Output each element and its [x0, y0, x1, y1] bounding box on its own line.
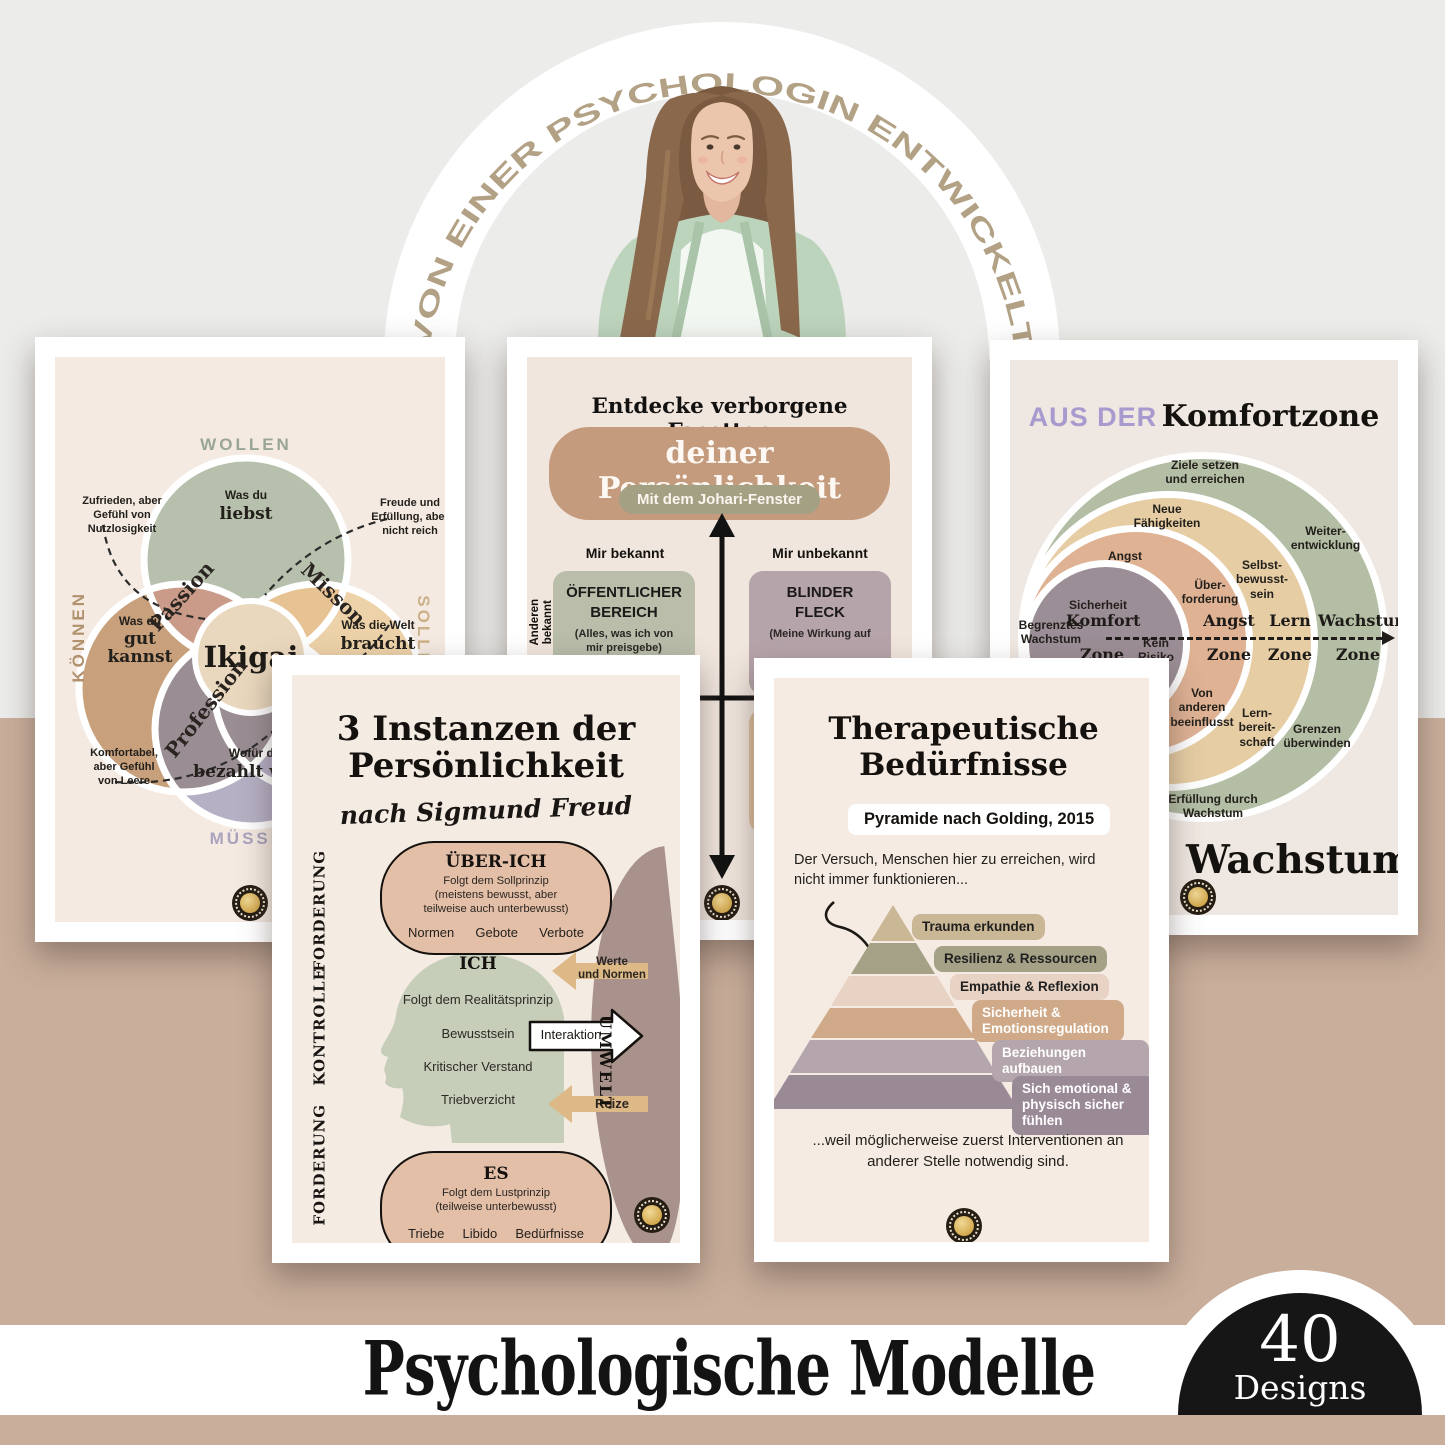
- freud-superego-box: ÜBER-ICH Folgt dem Sollprinzip (meistens…: [380, 841, 612, 955]
- pyramid-intro-text: Der Versuch, Menschen hier zu erreichen,…: [794, 852, 1096, 889]
- comfort-label-confidence: Selbst- bewusst- sein: [1235, 558, 1288, 601]
- ikigai-love-pre: Was du: [224, 488, 268, 502]
- freud-environment-label: UMWELT: [596, 1015, 615, 1111]
- comfort-label-overcome-limits: Grenzen überwinden: [1283, 722, 1351, 751]
- ikigai-axis-koennen: KÖNNEN: [69, 590, 89, 683]
- freud-id-principle: Folgt dem Lustprinzip (teilweise unterbe…: [435, 1187, 557, 1214]
- collection-title: Psychologische Modelle: [362, 1326, 1096, 1413]
- freud-ego-line: Folgt dem Realitätsprinzip: [402, 992, 554, 1007]
- pyramid-label-4: Sicherheit & Emotionsregulation: [972, 1000, 1124, 1043]
- brand-stamp: [232, 885, 268, 921]
- johari-axis-known-to-me: Mir bekannt: [585, 545, 665, 561]
- freud-id-title: ES: [483, 1164, 509, 1184]
- pyramid-title: Therapeutische Bedürfnisse: [828, 711, 1099, 783]
- ikigai-note-left-bottom: Komfortabel, aber Gefühl von Leere: [90, 747, 158, 787]
- freud-ego-line: Bewusstsein: [441, 1026, 515, 1041]
- comfort-title-main: Komfortzone: [1161, 399, 1380, 434]
- freud-interaction-arrows: [528, 952, 648, 1123]
- brand-stamp: [946, 1208, 982, 1242]
- freud-head-silhouette: [380, 953, 564, 1143]
- ikigai-love: liebst: [219, 504, 273, 524]
- comfort-label-limited-growth: Begrenztes Wachstum: [1018, 618, 1084, 647]
- freud-superego-item: Gebote: [475, 925, 519, 941]
- freud-id-item: Libido: [462, 1226, 498, 1242]
- freud-id-box: ES Folgt dem Lustprinzip (teilweise unte…: [380, 1151, 612, 1243]
- freud-superego-item: Normen: [408, 925, 455, 941]
- freud-id-item: Bedürfnisse: [515, 1226, 584, 1242]
- needs-pyramid-chart: [774, 905, 1018, 1109]
- freud-superego-principle: Folgt dem Sollprinzip (meistens bewusst,…: [423, 875, 569, 916]
- johari-blind-spot-subtitle: (Meine Wirkung auf: [769, 627, 871, 640]
- comfort-zone-word-1: Angst: [1203, 611, 1255, 630]
- comfort-big-growth: Wachstum: [1186, 837, 1398, 883]
- poster-freud-instances: 3 Instanzen der Persönlichkeit nach Sigm…: [272, 655, 700, 1263]
- johari-axis-unknown-to-me: Mir unbekannt: [772, 545, 868, 561]
- freud-ego-line: Triebverzicht: [441, 1092, 515, 1107]
- pyramid-paper: Therapeutische Bedürfnisse Pyramide nach…: [774, 678, 1149, 1242]
- pyramid-level-3: [831, 976, 955, 1006]
- freud-superego-title: ÜBER-ICH: [445, 852, 547, 872]
- johari-open-area-subtitle: (Alles, was ich von mir preisgebe): [574, 627, 674, 654]
- ikigai-world-pre: Was die Welt: [341, 618, 415, 632]
- brand-stamp: [634, 1197, 670, 1233]
- johari-blind-spot-title: BLINDER FLECK: [786, 584, 854, 622]
- design-count-badge: 40 Designs: [1178, 1293, 1422, 1415]
- freud-superego-item: Verbote: [539, 925, 584, 941]
- badge-number: 40: [1259, 1303, 1341, 1377]
- freud-paper: 3 Instanzen der Persönlichkeit nach Sigm…: [292, 675, 680, 1243]
- ikigai-note-right-top: Freude und Erfüllung, aber nicht reich: [371, 497, 445, 537]
- ikigai-world: braucht: [340, 634, 416, 654]
- freud-ego-line: Kritischer Verstand: [423, 1059, 533, 1074]
- pyramid-level-6: [774, 1075, 1018, 1109]
- pyramid-label-2: Resilienz & Ressourcen: [934, 946, 1108, 973]
- comfort-label-development: Weiter- entwicklung: [1290, 524, 1361, 553]
- pyramid-label-6: Sich emotional & physisch sicher fühlen: [1012, 1076, 1149, 1135]
- comfort-zone-sub-2: Zone: [1267, 645, 1313, 664]
- comfort-title-accent: AUS DER: [1028, 402, 1158, 432]
- comfort-label-overload: Über- forderung: [1181, 578, 1239, 607]
- johari-subtitle-pill: Mit dem Johari-Fenster: [619, 485, 820, 515]
- badge-label: Designs: [1233, 1368, 1367, 1408]
- poster-needs-pyramid: Therapeutische Bedürfnisse Pyramide nach…: [754, 658, 1169, 1262]
- freud-arrow-values-label: Werte und Normen: [578, 956, 646, 982]
- johari-open-area-title: ÖFFENTLICHER BEREICH: [566, 584, 682, 622]
- freud-arrow-stimuli-label: Reize: [595, 1096, 629, 1111]
- ikigai-note-left-top: Zufrieden, aber Gefühl von Nutzlosigkeit: [82, 495, 162, 535]
- ikigai-good-pre: Was du: [118, 614, 162, 628]
- pyramid-level-5: [790, 1040, 996, 1073]
- freud-title: 3 Instanzen der Persönlichkeit: [336, 709, 636, 787]
- brand-stamp: [1180, 879, 1216, 915]
- comfort-label-skills: Neue Fähigkeiten: [1133, 502, 1201, 531]
- comfort-zone-word-0: Komfort: [1066, 611, 1141, 630]
- pyramid-outro-text: ...weil möglicherweise zuerst Interventi…: [812, 1132, 1124, 1170]
- comfort-title: AUS DER Komfortzone: [1010, 399, 1398, 435]
- comfort-zone-sub-3: Zone: [1335, 645, 1381, 664]
- comfort-label-security: Sicherheit: [1068, 598, 1128, 612]
- freud-id-item: Triebe: [408, 1226, 445, 1242]
- comfort-direction-arrow: [1106, 631, 1395, 645]
- pyramid-label-5: Beziehungen aufbauen: [992, 1040, 1149, 1083]
- comfort-label-fulfilment: Erfüllung durch Wachstum: [1168, 792, 1258, 821]
- ikigai-paid-pre: Wofür du: [228, 746, 282, 760]
- freud-arrow-interaction-label: Interaktion: [540, 1027, 602, 1042]
- comfort-label-readiness: Lern- bereit- schaft: [1238, 706, 1276, 749]
- comfort-label-influenced: Von anderen beeinflusst: [1170, 686, 1234, 729]
- comfort-label-goals: Ziele setzen und erreichen: [1165, 458, 1245, 487]
- comfort-zone-word-3: Wachstum: [1318, 611, 1398, 630]
- pyramid-label-1: Trauma erkunden: [912, 914, 1045, 941]
- pyramid-subtitle-pill: Pyramide nach Golding, 2015: [848, 804, 1111, 835]
- psychologist-photo: [598, 86, 846, 338]
- comfort-zone-sub-1: Zone: [1206, 645, 1252, 664]
- comfort-label-fear: Angst: [1108, 549, 1142, 563]
- ikigai-axis-wollen: WOLLEN: [200, 435, 292, 454]
- pyramid-level-4: [811, 1008, 975, 1038]
- freud-ego-title: ICH: [459, 954, 497, 974]
- pyramid-label-3: Empathie & Reflexion: [950, 974, 1109, 1001]
- ikigai-good: gut kannst: [107, 629, 173, 667]
- brand-stamp: [704, 885, 740, 920]
- comfort-zone-word-2: Lern: [1269, 611, 1311, 630]
